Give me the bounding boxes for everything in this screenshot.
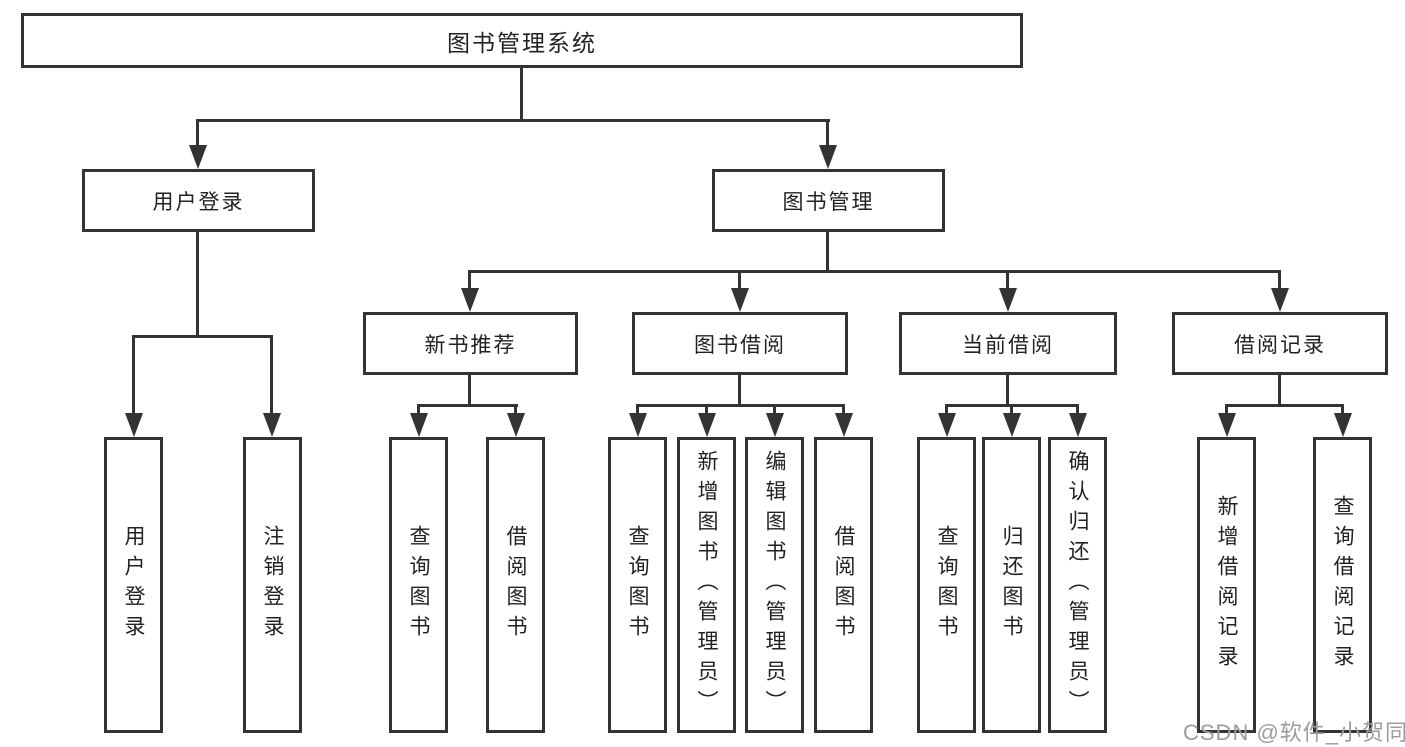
arrow-down-icon: [1218, 413, 1236, 437]
connector-line: [1278, 270, 1281, 290]
connector-line: [1010, 404, 1013, 416]
connector-line: [842, 404, 845, 416]
node-borrow-records-label: 借阅记录: [1234, 333, 1326, 357]
leaf-records-add-record-label: 新增借阅记录: [1215, 495, 1239, 675]
arrow-down-icon: [263, 413, 281, 437]
leaf-borrow-query-books-label: 查询图书: [626, 525, 650, 645]
node-current-borrow-label: 当前借阅: [962, 333, 1054, 357]
node-new-book-recommend: 新书推荐: [363, 312, 578, 375]
leaf-user-login: 用户登录: [104, 437, 163, 733]
node-book-management-label: 图书管理: [782, 190, 875, 214]
arrow-down-icon: [938, 413, 956, 437]
node-book-borrow: 图书借阅: [632, 312, 848, 375]
connector-line: [826, 232, 829, 272]
connector-line: [132, 335, 273, 338]
node-book-borrow-label: 图书借阅: [694, 333, 786, 357]
leaf-current-return-books-label: 归还图书: [1000, 525, 1024, 645]
node-borrow-records: 借阅记录: [1172, 312, 1388, 375]
connector-line: [417, 404, 420, 416]
connector-line: [196, 119, 199, 147]
leaf-recommend-query-books-label: 查询图书: [407, 525, 431, 645]
leaf-records-query-record-label: 查询借阅记录: [1331, 495, 1355, 675]
leaf-borrow-edit-books-admin: 编辑图书（管理员）: [745, 437, 804, 733]
connector-line: [738, 375, 741, 406]
connector-line: [636, 404, 639, 416]
leaf-recommend-query-books: 查询图书: [389, 437, 448, 733]
leaf-current-query-books-label: 查询图书: [935, 525, 959, 645]
leaf-logout-label: 注销登录: [261, 525, 285, 645]
connector-line: [520, 68, 523, 121]
leaf-borrow-borrow-books: 借阅图书: [814, 437, 873, 733]
connector-line: [417, 404, 518, 407]
leaf-borrow-edit-books-admin-label: 编辑图书（管理员）: [763, 450, 787, 720]
leaf-logout: 注销登录: [243, 437, 302, 733]
node-book-management: 图书管理: [712, 169, 945, 232]
node-root: 图书管理系统: [21, 13, 1023, 68]
arrow-down-icon: [1069, 413, 1087, 437]
csdn-watermark: CSDN @软件_小贺同学: [1183, 720, 1405, 745]
leaf-borrow-add-books-admin: 新增图书（管理员）: [677, 437, 736, 733]
connector-line: [1341, 404, 1344, 416]
leaf-records-query-record: 查询借阅记录: [1313, 437, 1372, 733]
connector-line: [945, 404, 948, 416]
arrow-down-icon: [1271, 288, 1289, 312]
arrow-down-icon: [461, 288, 479, 312]
node-user-login: 用户登录: [82, 169, 315, 232]
node-root-label: 图书管理系统: [447, 29, 597, 56]
connector-line: [1006, 270, 1009, 290]
leaf-recommend-borrow-books: 借阅图书: [486, 437, 545, 733]
connector-line: [196, 119, 830, 122]
leaf-current-return-books: 归还图书: [982, 437, 1041, 733]
connector-line: [738, 270, 741, 290]
leaf-recommend-borrow-books-label: 借阅图书: [504, 525, 528, 645]
leaf-current-query-books: 查询图书: [917, 437, 976, 733]
arrow-down-icon: [629, 413, 647, 437]
arrow-down-icon: [698, 413, 716, 437]
arrow-down-icon: [1334, 413, 1352, 437]
arrow-down-icon: [1003, 413, 1021, 437]
connector-line: [468, 270, 471, 290]
connector-line: [705, 404, 708, 416]
connector-line: [132, 335, 135, 415]
connector-line: [468, 375, 471, 406]
connector-line: [773, 404, 776, 416]
leaf-records-add-record: 新增借阅记录: [1197, 437, 1256, 733]
arrow-down-icon: [819, 145, 837, 169]
leaf-user-login-label: 用户登录: [122, 525, 146, 645]
connector-line: [1076, 404, 1079, 416]
arrow-down-icon: [731, 288, 749, 312]
leaf-current-confirm-return-admin-label: 确认归还（管理员）: [1066, 450, 1090, 720]
connector-line: [1225, 404, 1344, 407]
node-new-book-recommend-label: 新书推荐: [424, 333, 517, 357]
arrow-down-icon: [766, 413, 784, 437]
arrow-down-icon: [835, 413, 853, 437]
connector-line: [468, 270, 1281, 273]
connector-line: [270, 335, 273, 415]
arrow-down-icon: [189, 145, 207, 169]
leaf-borrow-query-books: 查询图书: [608, 437, 667, 733]
connector-line: [826, 119, 829, 147]
connector-line: [1225, 404, 1228, 416]
leaf-current-confirm-return-admin: 确认归还（管理员）: [1048, 437, 1107, 733]
node-user-login-label: 用户登录: [152, 190, 245, 214]
connector-line: [1278, 375, 1281, 406]
arrow-down-icon: [410, 413, 428, 437]
leaf-borrow-add-books-admin-label: 新增图书（管理员）: [695, 450, 719, 720]
connector-line: [1006, 375, 1009, 406]
arrow-down-icon: [999, 288, 1017, 312]
connector-line: [636, 404, 845, 407]
connector-line: [514, 404, 517, 416]
node-current-borrow: 当前借阅: [899, 312, 1117, 375]
arrow-down-icon: [507, 413, 525, 437]
leaf-borrow-borrow-books-label: 借阅图书: [832, 525, 856, 645]
arrow-down-icon: [125, 413, 143, 437]
connector-line: [196, 232, 199, 337]
